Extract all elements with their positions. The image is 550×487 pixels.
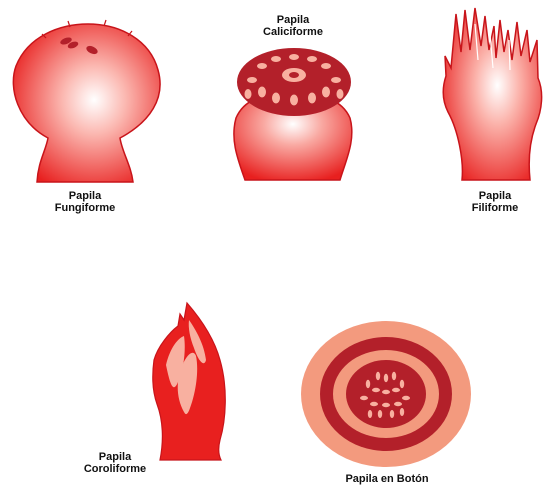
label-coroliforme: Papila Coroliforme bbox=[70, 451, 160, 475]
circumvallate-disc bbox=[237, 48, 351, 116]
label-caliciforme-line2: Caliciforme bbox=[248, 26, 338, 38]
label-coroliforme-line1: Papila bbox=[70, 451, 160, 463]
label-boton-line1: Papila en Botón bbox=[320, 473, 454, 485]
filiform-body bbox=[443, 8, 541, 180]
label-fungiforme-line2: Fungiforme bbox=[40, 202, 130, 214]
label-filiforme: Papila Filiforme bbox=[450, 190, 540, 214]
fungiform-papilla bbox=[13, 20, 160, 182]
label-filiforme-line2: Filiforme bbox=[450, 202, 540, 214]
label-caliciforme-line1: Papila bbox=[248, 14, 338, 26]
label-coroliforme-line2: Coroliforme bbox=[70, 463, 160, 475]
button-papilla bbox=[301, 321, 471, 467]
label-fungiforme: Papila Fungiforme bbox=[40, 190, 130, 214]
filiform-papilla bbox=[443, 8, 541, 180]
circumvallate-papilla bbox=[234, 48, 352, 180]
foliate-papilla bbox=[153, 303, 226, 460]
label-filiforme-line1: Papila bbox=[450, 190, 540, 202]
label-fungiforme-line1: Papila bbox=[40, 190, 130, 202]
label-caliciforme: Papila Caliciforme bbox=[248, 14, 338, 38]
label-boton: Papila en Botón bbox=[320, 473, 454, 485]
